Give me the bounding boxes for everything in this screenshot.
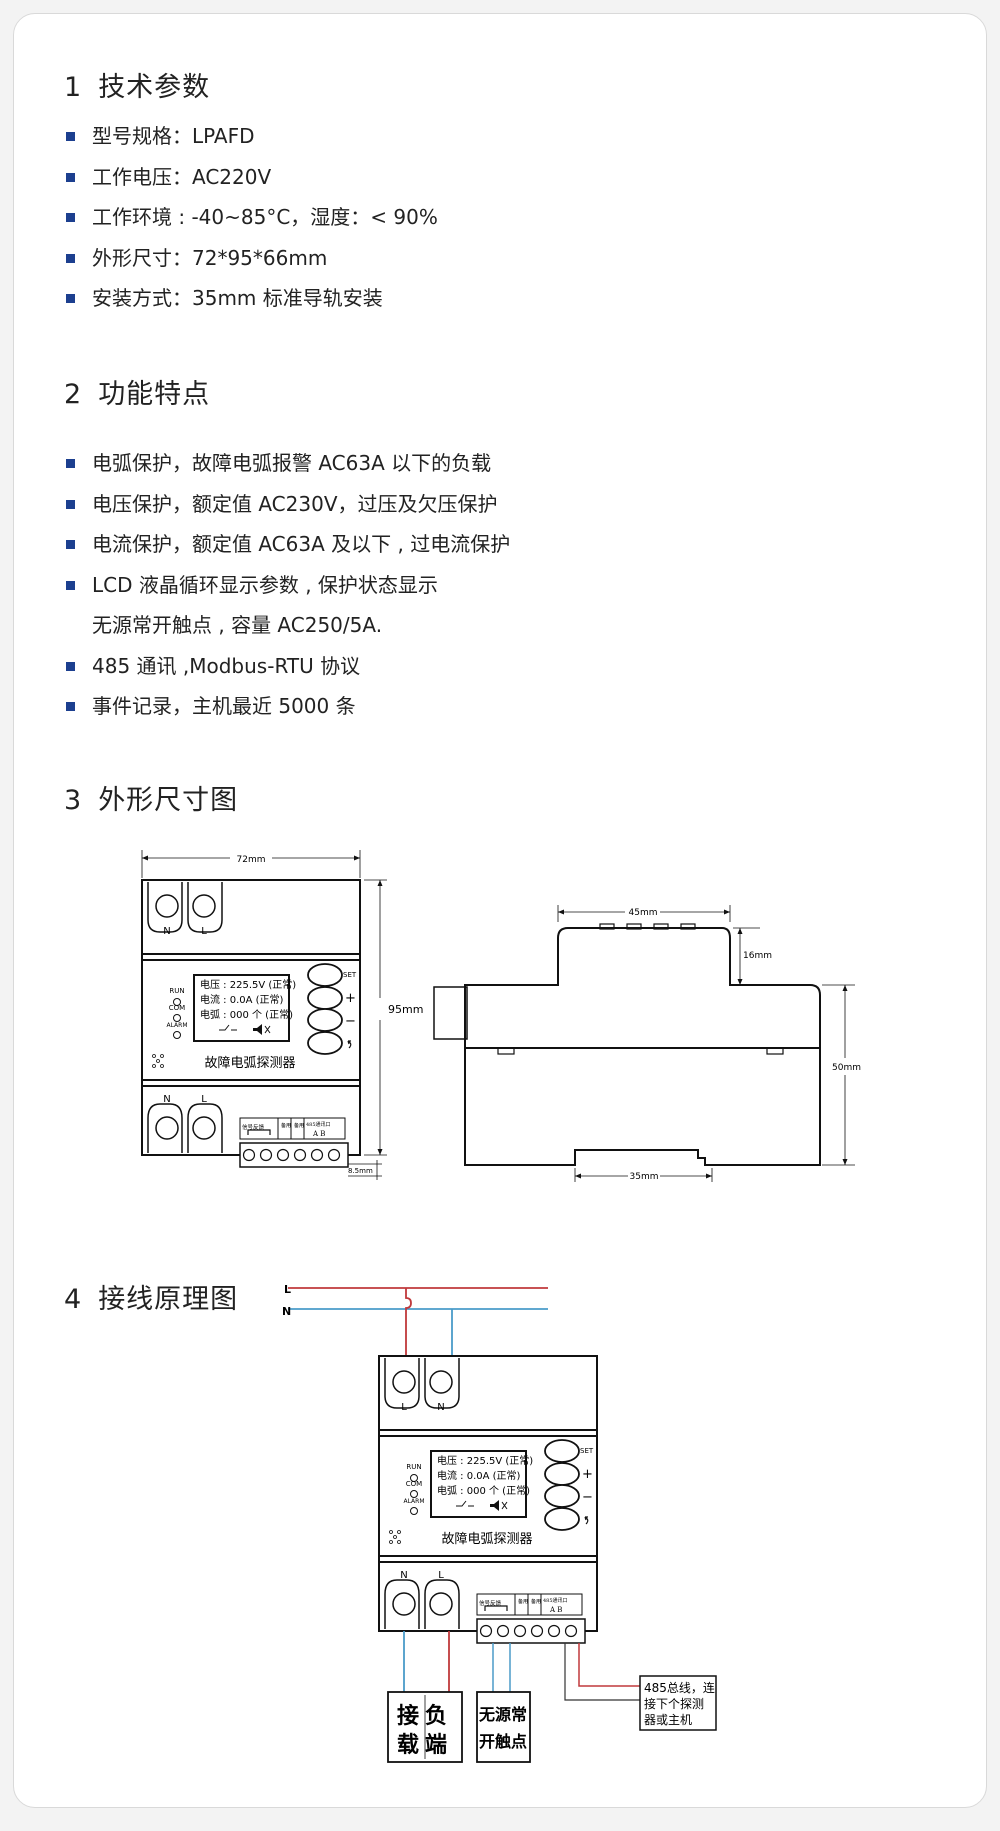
features-list: 电弧保护，故障电弧报警 AC63A 以下的负载 电压保护，额定值 AC230V，…	[64, 443, 510, 727]
list-item: 外形尺寸：72*95*66mm	[64, 238, 438, 279]
led-run-label: RUN	[169, 987, 184, 995]
list-item: 485 通讯 ,Modbus-RTU 协议	[64, 646, 510, 687]
led-run-label: RUN	[406, 1463, 421, 1471]
dim-side-height: 50mm	[832, 1063, 861, 1073]
side-view-drawing	[433, 905, 855, 1182]
load-label: 载端	[397, 1732, 453, 1758]
dim-rail-width: 35mm	[630, 1172, 659, 1182]
signal-label: 信号反馈	[242, 1123, 265, 1131]
lcd-current: 电流 : 0.0A (正常)	[437, 1469, 521, 1482]
spare-label: 备用	[294, 1122, 304, 1129]
contact-label: 开触点	[479, 1732, 527, 1751]
led-alarm-label: ALARM	[166, 1022, 187, 1029]
bus-box	[639, 1675, 717, 1731]
spare-label: 备用	[518, 1598, 528, 1605]
terminal-l-label: L	[201, 1094, 207, 1105]
lcd-arc: 电弧 : 000 个 (正常)	[437, 1484, 530, 1497]
bus-label: 485总线，连	[644, 1680, 715, 1695]
device-name: 故障电弧探测器	[441, 1532, 532, 1547]
line-n-label: N	[282, 1305, 291, 1318]
load-label: 接负	[397, 1704, 453, 1729]
spare-label: 备用	[531, 1598, 541, 1605]
dim-top-width: 45mm	[629, 908, 658, 918]
specs-list: 型号规格：LPAFD 工作电压：AC220V 工作环境 : -40~85°C，湿…	[64, 116, 438, 319]
minus-button-label: −	[345, 1014, 356, 1029]
terminal-l-label: L	[438, 1570, 444, 1581]
list-item: 事件记录，主机最近 5000 条	[64, 686, 510, 727]
led-com-label: COM	[406, 1480, 422, 1488]
plus-button-label: +	[345, 991, 356, 1006]
line-l-label: L	[284, 1283, 291, 1296]
list-item: 安装方式：35mm 标准导轨安装	[64, 278, 438, 319]
plus-button-label: +	[582, 1467, 593, 1482]
device-name: 故障电弧探测器	[204, 1056, 295, 1071]
terminal-n-label: N	[163, 926, 170, 937]
rs485-label: 485通讯口	[306, 1121, 331, 1128]
set-button-label: SET	[343, 971, 357, 979]
dim-top-height: 16mm	[743, 951, 772, 961]
led-alarm-label: ALARM	[403, 1498, 424, 1505]
lcd-voltage: 电压 : 225.5V (正常)	[437, 1454, 533, 1467]
terminal-n-label: N	[437, 1402, 444, 1413]
lcd-voltage: 电压 : 225.5V (正常)	[200, 978, 296, 991]
bus-label: 器或主机	[644, 1713, 692, 1727]
terminal-l-label: L	[401, 1402, 407, 1413]
device-front: L N N L 电压 : 225.5V (正常) 电流 : 0.0A (正常) …	[378, 1355, 598, 1644]
dim-width: 72mm	[237, 855, 266, 865]
lcd-arc: 电弧 : 000 个 (正常)	[200, 1008, 293, 1021]
list-item: LCD 液晶循环显示参数 , 保护状态显示	[64, 565, 510, 606]
list-item: 电流保护，额定值 AC63A 及以下 , 过电流保护	[64, 524, 510, 565]
rs485-label: 485通讯口	[543, 1597, 568, 1604]
lcd-current: 电流 : 0.0A (正常)	[200, 993, 284, 1006]
terminal-l-label: L	[201, 926, 207, 937]
contact-label: 无源常	[478, 1705, 527, 1724]
list-item: 型号规格：LPAFD	[64, 116, 438, 157]
list-item: 工作电压：AC220V	[64, 157, 438, 198]
terminal-n-label: N	[163, 1094, 170, 1105]
set-button-label: SET	[580, 1447, 594, 1455]
spare-label: 备用	[281, 1122, 291, 1129]
terminal-n-label: N	[400, 1570, 407, 1581]
front-view-drawing: N L N L 电压 : 225.5V (正常) 电流 : 0.0A (正常) …	[141, 850, 423, 1180]
list-item: 电弧保护，故障电弧报警 AC63A 以下的负载	[64, 443, 510, 484]
contact-box	[476, 1691, 531, 1763]
list-item: 工作环境 : -40~85°C，湿度：< 90%	[64, 197, 438, 238]
list-item: 无源常开触点 , 容量 AC250/5A.	[92, 613, 383, 637]
led-com-label: COM	[169, 1004, 185, 1012]
bus-label: 接下个探测	[644, 1696, 704, 1711]
dim-height: 95mm	[388, 1003, 423, 1016]
minus-button-label: −	[582, 1490, 593, 1505]
ab-label: A B	[549, 1606, 562, 1614]
dim-offset: 8.5mm	[348, 1167, 373, 1175]
wiring-diagram: L N L N N L 电压 : 225.5V (正常) 电流 : 0.0A (…	[282, 1283, 717, 1763]
list-item: 电压保护，额定值 AC230V，过压及欠压保护	[64, 484, 510, 525]
signal-label: 信号反馈	[479, 1599, 502, 1607]
ab-label: A B	[312, 1130, 325, 1138]
